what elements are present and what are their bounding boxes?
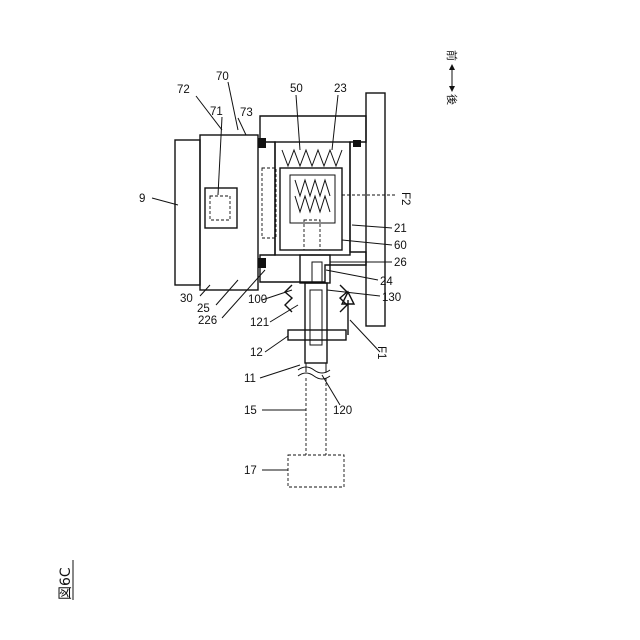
label-70: 70 — [216, 71, 229, 83]
block-9 — [175, 140, 200, 285]
direction-front-label: 前 — [445, 50, 459, 61]
label-100: 100 — [248, 294, 267, 306]
shaft-housing-12 — [305, 283, 327, 363]
hub-core — [312, 262, 322, 282]
piston-rod-dashed — [304, 220, 320, 250]
label-26: 26 — [394, 257, 407, 269]
svg-text:図6C: 図6C — [58, 567, 74, 600]
seal-right — [353, 140, 361, 147]
spring-pocket — [290, 175, 335, 223]
label-73: 73 — [240, 107, 253, 119]
label-25: 25 — [197, 303, 210, 315]
label-71: 71 — [210, 106, 223, 118]
label-120: 120 — [333, 405, 352, 417]
direction-arrowhead-front — [449, 64, 455, 70]
label-f1: F1 — [375, 346, 387, 359]
direction-indicator: 前 後 — [445, 50, 459, 105]
label-12: 12 — [250, 347, 263, 359]
label-24: 24 — [380, 276, 393, 288]
shaft-120 — [310, 290, 322, 345]
direction-arrowhead-rear — [449, 86, 455, 92]
figure-title: 図6C — [58, 560, 74, 600]
label-17: 17 — [244, 465, 257, 477]
seal-lower — [258, 258, 266, 268]
reference-labels: 72 70 71 73 50 23 9 F2 21 60 26 24 130 3… — [139, 71, 411, 477]
label-226: 226 — [198, 315, 217, 327]
part-17 — [288, 455, 344, 487]
direction-rear-label: 後 — [445, 94, 459, 105]
break-line-2 — [298, 373, 330, 379]
label-11: 11 — [244, 373, 256, 385]
break-line — [298, 367, 330, 373]
force-arrow-f1 — [342, 292, 354, 335]
label-50: 50 — [290, 83, 303, 95]
label-9: 9 — [139, 193, 145, 205]
insulator-block-70 — [200, 135, 258, 290]
label-72: 72 — [177, 84, 190, 96]
spring-50-inner — [295, 180, 330, 196]
insert-dashed — [262, 168, 276, 238]
flange-12 — [288, 330, 346, 340]
part-71 — [210, 196, 230, 220]
label-15: 15 — [244, 405, 257, 417]
bellows-100 — [285, 285, 347, 312]
label-121: 121 — [250, 317, 269, 329]
spring-50 — [282, 150, 342, 166]
label-21: 21 — [394, 223, 407, 235]
label-f2: F2 — [399, 192, 411, 205]
seal-upper — [258, 138, 266, 148]
label-30: 30 — [180, 293, 193, 305]
label-60: 60 — [394, 240, 407, 252]
label-130: 130 — [382, 292, 401, 304]
label-23: 23 — [334, 83, 347, 95]
spring-50-inner-2 — [295, 196, 330, 212]
